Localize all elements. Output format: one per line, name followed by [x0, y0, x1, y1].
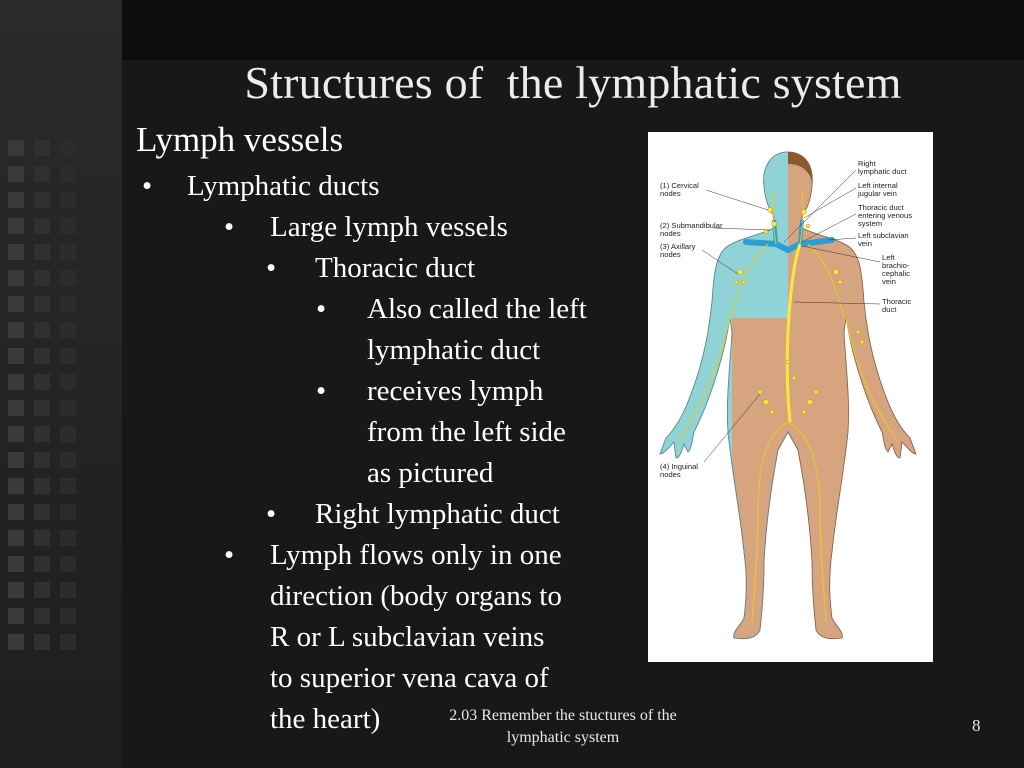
label-thoracic-duct: duct — [882, 305, 897, 314]
label-brachiocephalic-vein: Left — [882, 253, 896, 262]
bullet-text: Large lymph vessels — [270, 211, 508, 243]
label-jugular-vein: Left internal — [858, 181, 898, 190]
decor-squares — [8, 140, 26, 660]
bullet-text: lymphatic duct — [367, 334, 541, 366]
label-jugular-vein: jugular vein — [857, 189, 897, 198]
decor-squares — [60, 140, 78, 660]
label-subclavian-vein: vein — [858, 239, 872, 248]
leader-lines — [701, 169, 881, 463]
thoracic-duct — [785, 243, 802, 423]
label-inguinal: (4) Inguinal — [660, 462, 698, 471]
bullet-marker: • — [316, 293, 327, 325]
bullet-marker: • — [266, 252, 277, 284]
label-cervical: (1) Cervical — [660, 181, 699, 190]
page-number: 8 — [972, 716, 981, 735]
label-brachiocephalic-vein: vein — [882, 277, 896, 286]
bullet-marker: • — [316, 375, 327, 407]
bullet-text: R or L subclavian veins — [270, 621, 545, 653]
bullet-text: as pictured — [367, 457, 494, 489]
bullet-text: Also called the left — [367, 293, 587, 325]
section-heading: Lymph vessels — [136, 120, 344, 159]
hair — [788, 152, 813, 182]
bullet-text: Thoracic duct — [315, 252, 476, 284]
label-right-lymphatic-duct: lymphatic duct — [858, 167, 907, 176]
slide-title: Structures of the lymphatic system — [244, 57, 902, 108]
label-submandibular: (2) Submandibular — [660, 221, 723, 230]
footer-line: 2.03 Remember the stuctures of the — [449, 707, 677, 724]
top-band — [122, 0, 1024, 60]
label-brachiocephalic-vein: brachio- — [882, 261, 910, 270]
bullet-text: direction (body organs to — [270, 580, 562, 612]
label-inguinal: nodes — [660, 470, 681, 479]
lymph-vessels — [677, 191, 899, 623]
bullet-text: from the left side — [367, 416, 566, 448]
slide-footer: 2.03 Remember the stuctures of the lymph… — [413, 705, 713, 749]
label-brachiocephalic-vein: cephalic — [882, 269, 910, 278]
bullet-text: to superior vena cava of — [270, 662, 549, 694]
label-cervical: nodes — [660, 189, 681, 198]
label-thoracic-entering: entering venous — [858, 211, 912, 220]
bullet-marker: • — [224, 539, 235, 571]
bullet-text: Lymphatic ducts — [187, 170, 380, 202]
lymph-nodes — [733, 207, 865, 415]
subclavian-veins — [743, 237, 835, 254]
label-thoracic-duct: Thoracic — [882, 297, 911, 306]
label-subclavian-vein: Left subclavian — [858, 231, 909, 240]
bullet-text: Lymph flows only in one — [270, 539, 562, 571]
bullet-text: Right lymphatic duct — [315, 498, 560, 530]
label-axillary: nodes — [660, 250, 681, 259]
footer-line: lymphatic system — [506, 729, 620, 746]
bullet-marker: • — [224, 211, 235, 243]
label-axillary: (3) Axillary — [660, 242, 696, 251]
label-thoracic-entering: Thoracic duct — [858, 203, 904, 212]
decor-squares — [34, 140, 52, 660]
label-right-lymphatic-duct: Right — [858, 159, 877, 168]
bullet-text: receives lymph — [367, 375, 544, 407]
label-submandibular: nodes — [660, 229, 681, 238]
left-decor-band — [0, 0, 122, 768]
bullet-marker: • — [142, 170, 153, 202]
bullet-marker: • — [266, 498, 277, 530]
label-thoracic-entering: system — [858, 219, 882, 228]
bullet-text: the heart) — [270, 703, 381, 735]
lymphatic-system-diagram: (1) Cervical nodes (2) Submandibular nod… — [648, 132, 933, 662]
